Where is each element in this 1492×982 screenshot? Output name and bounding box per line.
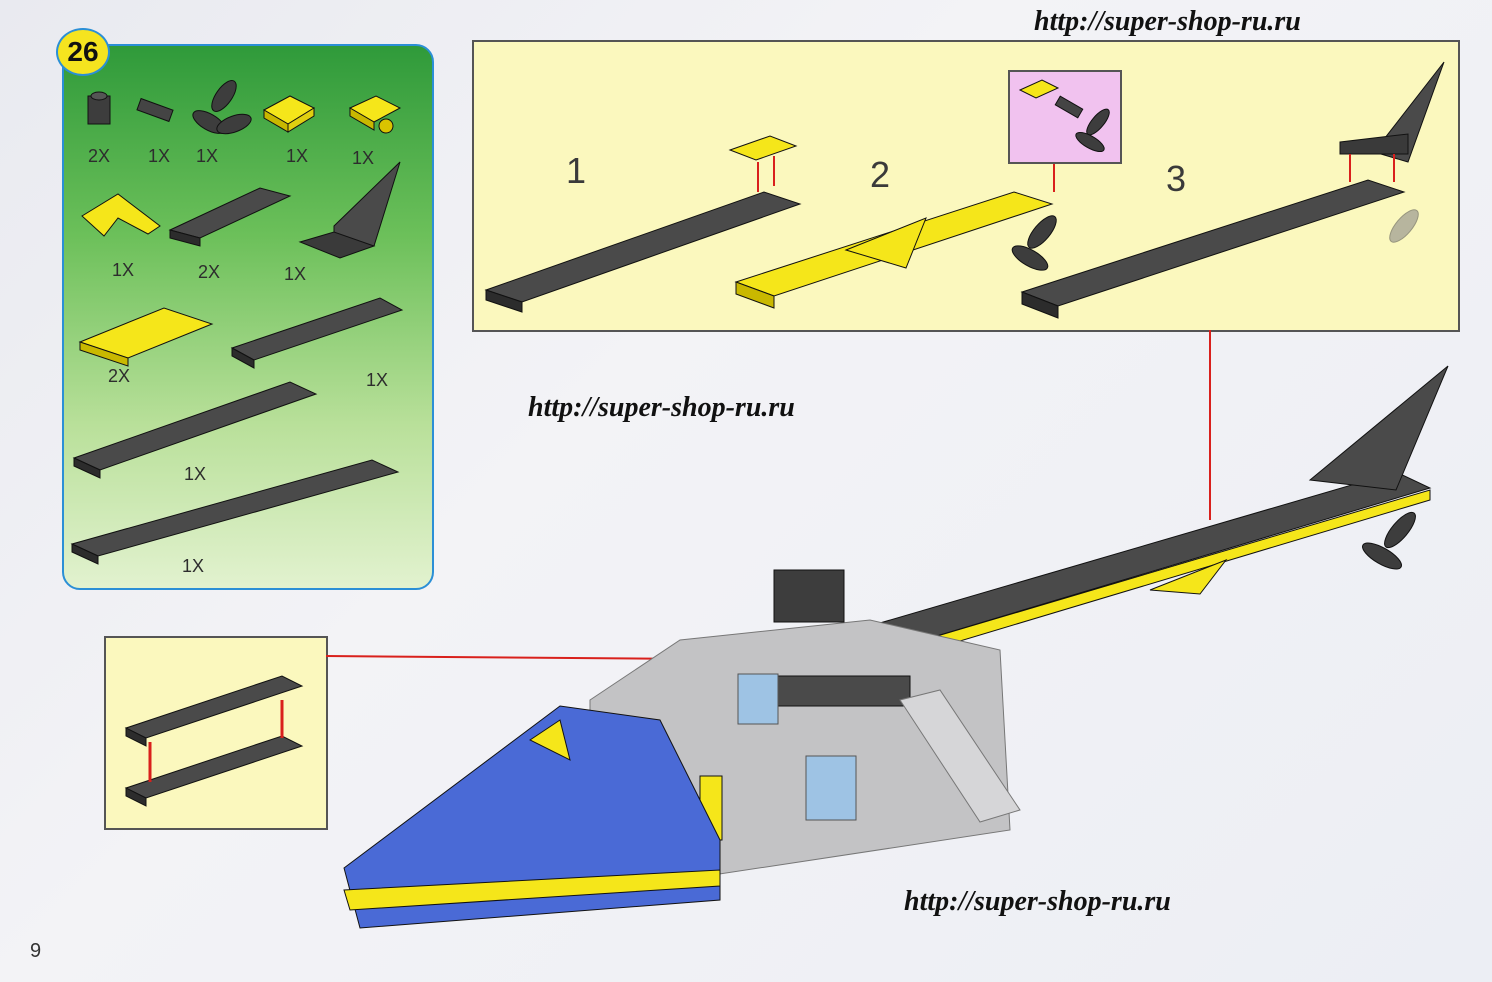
propeller-detail-inset	[1008, 70, 1122, 164]
connector-pin-icon	[136, 97, 174, 123]
page-number: 9	[30, 940, 42, 962]
plate-2x2-yellow-icon	[262, 95, 316, 133]
parts-illustrations	[70, 80, 404, 565]
step-number-badge: 26	[56, 28, 110, 76]
part-quantity: 2X	[88, 146, 111, 166]
part-quantity: 2X	[108, 366, 131, 386]
watermark-text: http://super-shop-ru.ru	[528, 392, 795, 423]
parts-list-panel: 2X 1X 1X 1X 1X 1X 2X 1X 2X 1X 1X 1X	[62, 44, 434, 590]
sub-assembly-illustrations	[484, 61, 1445, 319]
part-quantity: 1X	[366, 370, 389, 390]
part-quantity: 1X	[286, 146, 309, 166]
wing-plate-yellow-icon	[81, 193, 161, 237]
part-quantity: 1X	[196, 146, 219, 166]
tail-fin-icon	[298, 161, 401, 259]
plate-stacking-inset	[104, 636, 328, 830]
propeller-detail-illustration	[1018, 79, 1110, 153]
plate-1x6-dark-icon	[168, 187, 292, 247]
watermark-text: http://super-shop-ru.ru	[1034, 6, 1301, 37]
sub-step-1-label: 1	[566, 150, 587, 191]
plate-2x6-yellow-icon	[78, 307, 214, 367]
plate-1x10-dark-icon	[72, 381, 318, 479]
sub-step-2-label: 2	[870, 154, 891, 195]
sub-step-3-label: 3	[1166, 158, 1187, 199]
plate-1x8-dark-icon	[230, 297, 404, 369]
part-quantity: 1X	[112, 260, 135, 280]
plate-stacking-illustration	[124, 675, 304, 807]
part-quantity: 1X	[148, 146, 171, 166]
plate-2x2-wheel-holder-icon	[348, 95, 402, 134]
part-quantity: 2X	[198, 262, 221, 282]
part-quantity: 1X	[352, 148, 375, 168]
sub-assembly-panel: 1 2 3	[472, 40, 1460, 332]
part-quantity: 1X	[182, 556, 205, 576]
part-quantity: 1X	[184, 464, 207, 484]
brick-1x1-icon	[87, 91, 111, 125]
propeller-icon	[192, 80, 252, 135]
watermark-text: http://super-shop-ru.ru	[904, 886, 1171, 917]
plate-1x12-dark-icon	[70, 459, 400, 565]
part-quantity: 1X	[284, 264, 307, 284]
